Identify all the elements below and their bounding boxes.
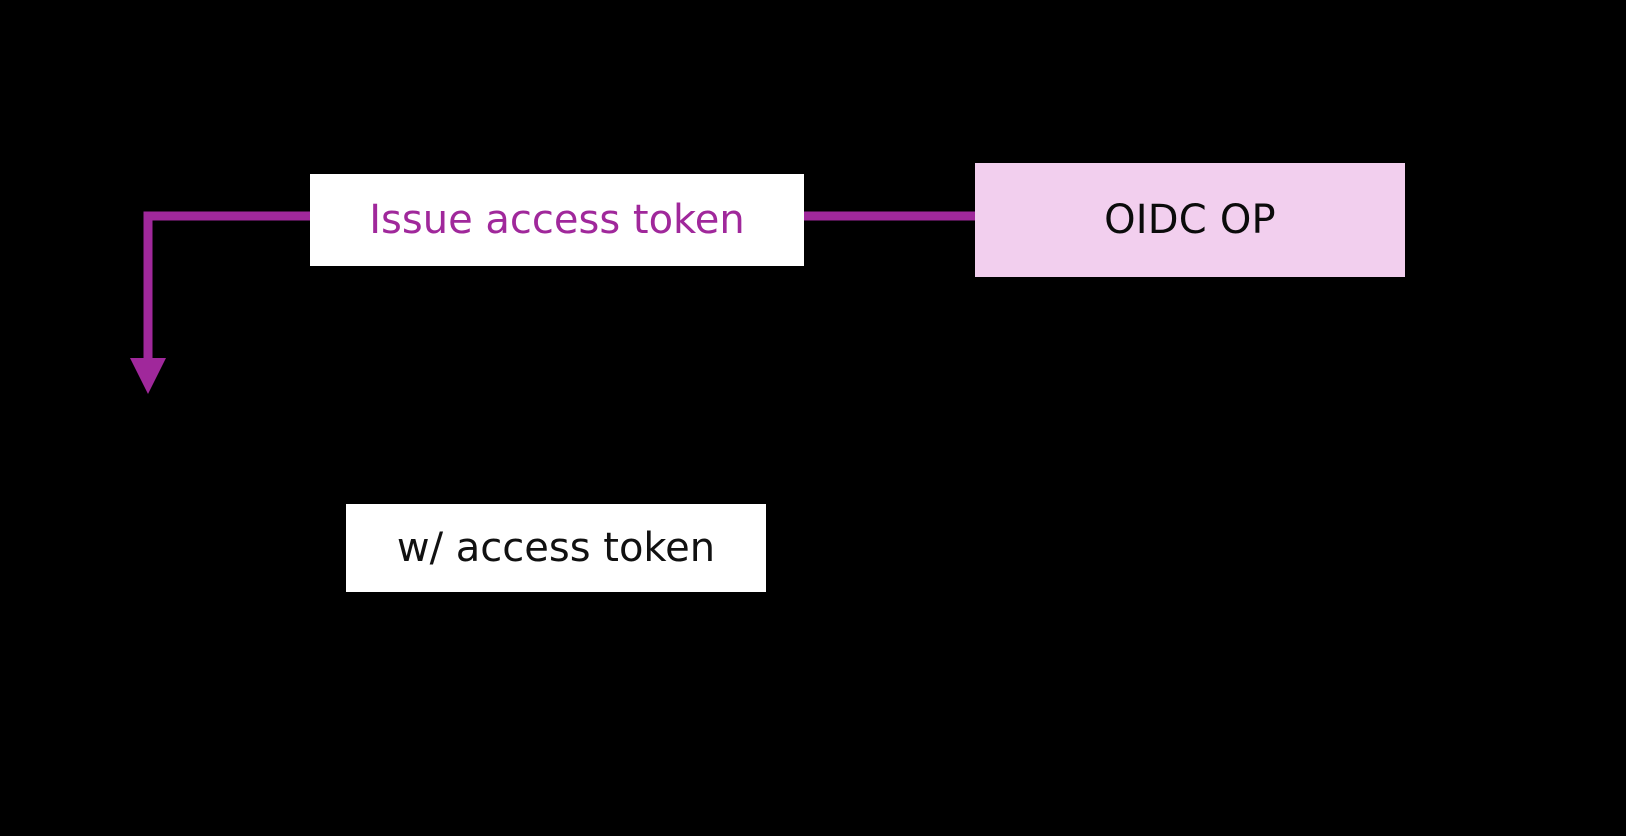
node-oidc-op[interactable]: OIDC OP bbox=[975, 163, 1405, 277]
node-oidc-op-label: OIDC OP bbox=[1104, 197, 1276, 243]
edge-label-w-access-token: w/ access token bbox=[346, 504, 766, 592]
arrowhead-down-icon bbox=[130, 358, 166, 394]
edge-label-issue-access-token: Issue access token bbox=[310, 174, 804, 266]
edge-label-w-access-token-text: w/ access token bbox=[396, 525, 716, 571]
edge-label-issue-access-token-text: Issue access token bbox=[369, 197, 745, 243]
